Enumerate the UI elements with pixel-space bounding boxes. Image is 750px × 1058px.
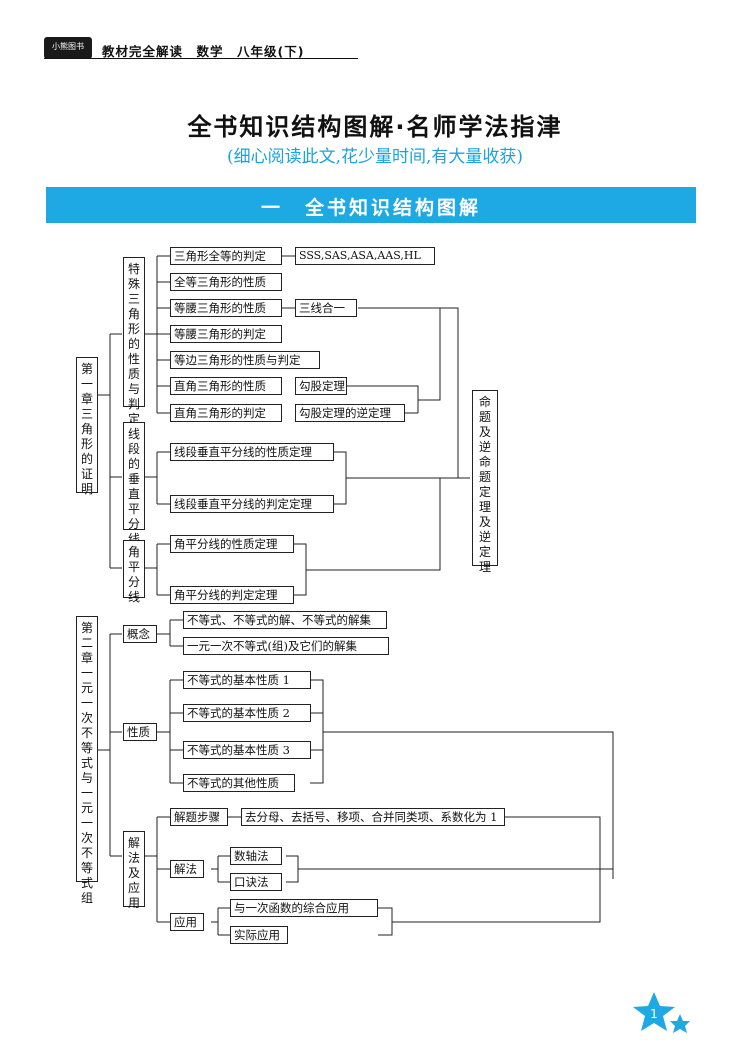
- summary-label: 命题及逆命题 定理及逆定理: [478, 395, 504, 574]
- item-congruent-props: 全等三角形的性质: [170, 273, 285, 294]
- group-concept: 概念: [123, 625, 160, 646]
- item-three-lines: 三线合一: [295, 299, 360, 320]
- item-pythagoras: 勾股定理: [295, 377, 350, 398]
- item-steps: 解题步骤: [170, 808, 231, 829]
- item-concept1: 不等式、不等式的解、不等式的解集: [183, 611, 390, 632]
- book-header: 教材完全解读 数学 八年级(下): [102, 44, 305, 59]
- item-practical: 实际应用: [230, 926, 291, 947]
- publisher-logo: 小熊图书: [44, 37, 92, 59]
- header-rule: [44, 58, 358, 59]
- large-star-icon: [633, 992, 675, 1031]
- item-concept2: 一元一次不等式(组)及它们的解集: [183, 637, 392, 658]
- small-star-icon: [670, 1014, 690, 1033]
- item-angle-props: 角平分线的性质定理: [170, 535, 297, 556]
- item-prop3: 不等式的基本性质 3: [183, 741, 314, 762]
- chapter1-box: 第一章 三角形的证明: [76, 357, 105, 496]
- group-angle-bisector: 角平分线: [123, 540, 148, 604]
- item-method: 解法: [170, 860, 207, 881]
- item-congruent-judge: 三角形全等的判定: [170, 247, 285, 268]
- item-congruent-methods: SSS,SAS,ASA,AAS,HL: [295, 247, 438, 268]
- item-angle-judge: 角平分线的判定定理: [170, 586, 297, 607]
- summary-box: 命题及逆命题 定理及逆定理: [472, 390, 503, 574]
- item-right-judge: 直角三角形的判定: [170, 404, 285, 425]
- item-isosceles-judge: 等腰三角形的判定: [170, 325, 285, 346]
- item-equilateral: 等边三角形的性质与判定: [170, 351, 323, 372]
- group-perp-bisector-label: 线段的垂直平分线: [127, 427, 140, 546]
- chapter2-label: 第二章 一元一次不等式与一元一次不等式组: [80, 621, 106, 905]
- item-perp-props: 线段垂直平分线的性质定理: [170, 443, 337, 464]
- chapter1-label: 第一章 三角形的证明: [80, 362, 106, 496]
- item-steps-detail: 去分母、去括号、移项、合并同类项、系数化为 1: [241, 808, 508, 829]
- item-prop2: 不等式的基本性质 2: [183, 704, 314, 725]
- item-right-props: 直角三角形的性质: [170, 377, 285, 398]
- publisher-logo-text: 小熊图书: [52, 42, 84, 51]
- page-title: 全书知识结构图解·名师学法指津: [187, 113, 563, 141]
- section-banner: 一 全书知识结构图解: [46, 187, 696, 223]
- page-subtitle: (细心阅读此文,花少量时间,有大量收获): [226, 147, 524, 167]
- item-linear-fn: 与一次函数的综合应用: [230, 899, 381, 920]
- group-property: 性质: [123, 723, 160, 744]
- item-application: 应用: [170, 913, 207, 934]
- chapter2-box: 第二章 一元一次不等式与一元一次不等式组: [76, 616, 105, 905]
- group-solution-label: 解法及应用: [127, 836, 140, 910]
- item-number-line: 数轴法: [230, 847, 285, 868]
- item-prop1: 不等式的基本性质 1: [183, 671, 314, 692]
- group-perp-bisector: 线段的垂直平分线: [123, 422, 148, 546]
- group-angle-bisector-label: 角平分线: [127, 545, 140, 604]
- item-mnemonic: 口诀法: [230, 873, 285, 894]
- item-perp-judge: 线段垂直平分线的判定定理: [170, 495, 337, 516]
- page-number-badge: 1: [633, 992, 690, 1033]
- group-special-triangles-label: 特殊三角形的性质与判定: [127, 262, 140, 426]
- item-pythagoras-converse: 勾股定理的逆定理: [295, 404, 408, 425]
- item-prop4: 不等式的其他性质: [183, 774, 298, 795]
- item-isosceles-props: 等腰三角形的性质: [170, 299, 285, 320]
- page-number: 1: [650, 1007, 658, 1021]
- group-solution: 解法及应用: [123, 831, 148, 910]
- section-banner-label: 一 全书知识结构图解: [260, 197, 481, 219]
- group-special-triangles: 特殊三角形的性质与判定: [123, 257, 148, 426]
